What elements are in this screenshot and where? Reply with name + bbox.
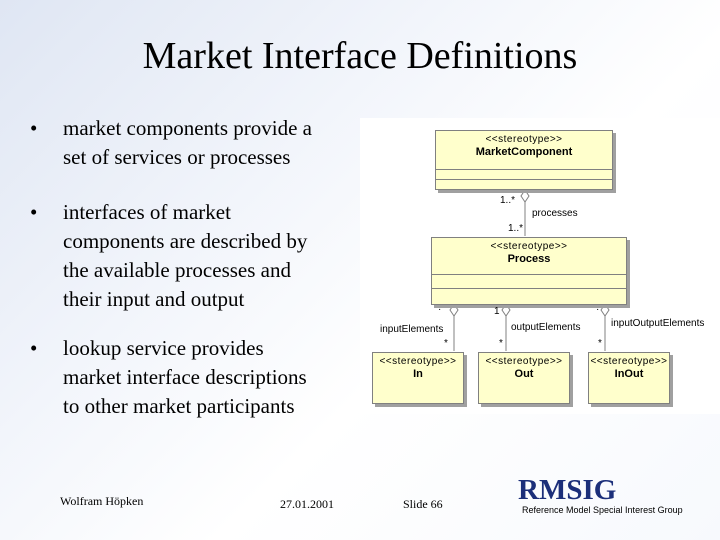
multiplicity-label: · bbox=[438, 304, 442, 315]
aggregation-diamond bbox=[520, 189, 530, 203]
class-process: <<stereotype>> Process bbox=[431, 237, 627, 305]
multiplicity-label: · bbox=[596, 304, 600, 315]
multiplicity-label: * bbox=[444, 338, 448, 349]
class-in: <<stereotype>> In bbox=[372, 352, 464, 404]
bullet-dot: • bbox=[30, 336, 38, 360]
bullet-text: interfaces of market components are desc… bbox=[63, 200, 308, 311]
brand-logo: RMSIG bbox=[518, 474, 617, 506]
bullet-text: lookup service provides market interface… bbox=[63, 336, 307, 418]
class-name: InOut bbox=[614, 368, 644, 380]
footer-author: Wolfram Höpken bbox=[60, 494, 144, 508]
class-name: In bbox=[413, 368, 423, 380]
multiplicity-label: 1..* bbox=[500, 195, 516, 206]
multiplicity-label: * bbox=[598, 338, 602, 349]
bullet-dot: • bbox=[30, 116, 38, 140]
aggregation-diamond bbox=[600, 303, 610, 317]
class-stereotype: <<stereotype>> bbox=[485, 356, 563, 367]
class-name: Out bbox=[514, 368, 534, 380]
bullet-dot: • bbox=[30, 200, 38, 224]
footer-date: 27.01.2001 bbox=[280, 497, 334, 511]
role-label: outputElements bbox=[511, 322, 581, 333]
role-label: inputOutputElements bbox=[611, 318, 705, 329]
aggregation-diamond bbox=[449, 303, 459, 317]
role-label: inputElements bbox=[380, 324, 444, 335]
class-stereotype: <<stereotype>> bbox=[379, 356, 457, 367]
slide-title: Market Interface Definitions bbox=[142, 35, 578, 77]
class-inout: <<stereotype>> InOut bbox=[588, 352, 670, 404]
multiplicity-label: * bbox=[499, 338, 503, 349]
class-divider bbox=[432, 288, 626, 289]
multiplicity-label: 1..* bbox=[508, 223, 524, 234]
footer-slide-number: Slide 66 bbox=[403, 497, 443, 511]
uml-class-diagram: <<stereotype>> MarketComponent <<stereot… bbox=[360, 118, 720, 414]
class-divider bbox=[436, 169, 612, 170]
class-divider bbox=[436, 179, 612, 180]
role-label: processes bbox=[532, 208, 578, 219]
class-divider bbox=[432, 274, 626, 275]
association-lines bbox=[449, 189, 610, 351]
class-name: Process bbox=[507, 253, 551, 265]
multiplicity-label: 1 bbox=[494, 306, 500, 317]
class-out: <<stereotype>> Out bbox=[478, 352, 570, 404]
brand-subtitle: Reference Model Special Interest Group bbox=[522, 505, 683, 515]
class-market-component: <<stereotype>> MarketComponent bbox=[435, 130, 613, 190]
class-stereotype: <<stereotype>> bbox=[490, 241, 568, 252]
bullet-text: market components provide a set of servi… bbox=[63, 116, 313, 169]
aggregation-diamond bbox=[501, 303, 511, 317]
class-stereotype: <<stereotype>> bbox=[590, 356, 668, 367]
class-name: MarketComponent bbox=[475, 146, 573, 158]
class-stereotype: <<stereotype>> bbox=[485, 134, 563, 145]
